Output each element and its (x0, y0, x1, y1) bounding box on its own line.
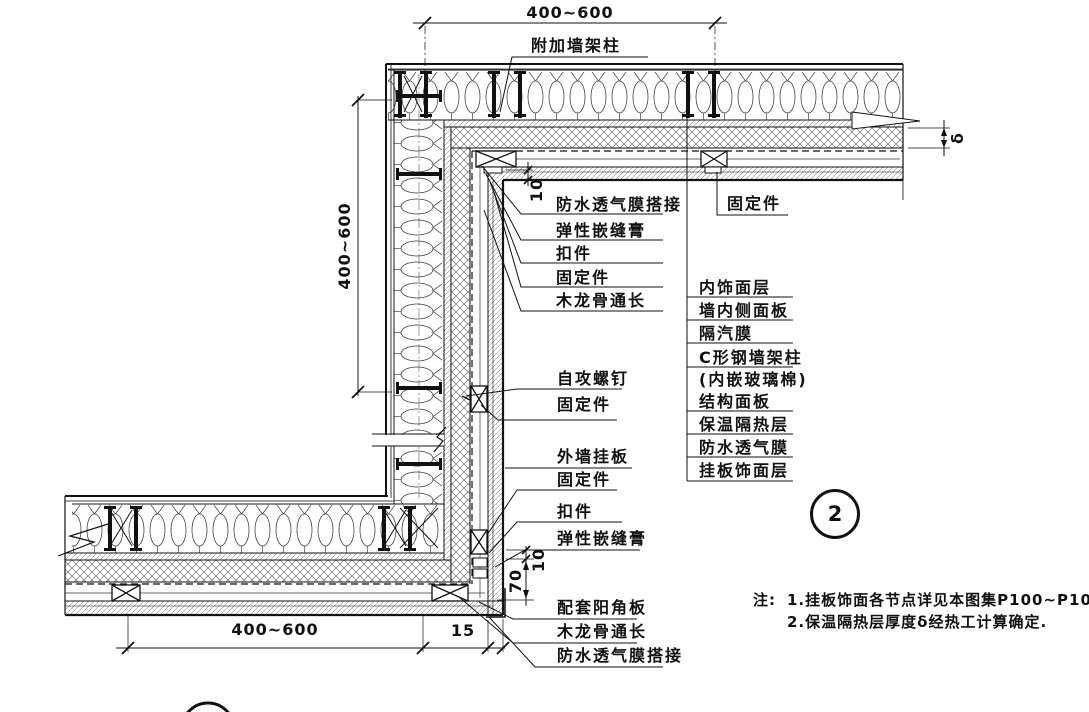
dim-top: 400~600 (526, 3, 614, 22)
wall-outlines (64, 63, 904, 618)
callout-sealant: 弹性嵌缝膏 (556, 221, 647, 240)
callout-membrane-lap: 防水透气膜搭接 (556, 195, 683, 214)
callout-corner-board: 配套阳角板 (557, 598, 648, 617)
dim-lap-top-10: 10 (527, 177, 546, 203)
callout-fastener: 固定件 (556, 268, 611, 287)
legend-membrane: 防水透气膜 (699, 438, 790, 457)
dim-siding-15: 15 (450, 621, 476, 640)
dim-corner-70: 70 (506, 568, 525, 594)
detail-number: 2 (827, 502, 843, 526)
dimension-lines (116, 16, 950, 655)
detail-number-bubble: 2 (810, 489, 860, 539)
siding-layer (65, 167, 903, 615)
leader-lines (458, 56, 793, 668)
callout-batten-lower: 木龙骨通长 (557, 622, 648, 641)
dim-bottom: 400~600 (231, 620, 319, 639)
callout-batten: 木龙骨通长 (556, 291, 647, 310)
structural-panel (65, 120, 903, 560)
detail-circle-partial (186, 701, 230, 712)
note-line-2: 2.保温隔热层厚度δ经热工计算确定. (787, 613, 1048, 631)
corner-board-profile (486, 588, 506, 618)
legend-structural-panel: 结构面板 (699, 392, 772, 411)
callout-fastener-right: 固定件 (727, 194, 782, 213)
legend-c-stud: C形钢墙架柱 (699, 348, 803, 367)
callout-siding: 外墙挂板 (557, 447, 630, 466)
legend-insulation: 保温隔热层 (699, 415, 790, 434)
callout-sealant-lower: 弹性嵌缝膏 (557, 529, 648, 548)
dim-lap-bottom-10: 10 (529, 547, 548, 573)
legend-glasswool: (内嵌玻璃棉) (699, 370, 808, 389)
screw-mark (461, 395, 471, 401)
dim-left: 400~600 (335, 202, 354, 290)
legend-inner-panel: 墙内侧面板 (699, 301, 790, 320)
callout-clip-lower: 扣件 (557, 502, 594, 521)
stud-cross-bracing (109, 75, 439, 549)
note-line-1: 1.挂板饰面各节点详见本图集P100~P104. (787, 591, 1089, 609)
notes-prefix: 注: (753, 591, 776, 609)
legend-siding-finish: 挂板饰面层 (699, 461, 790, 480)
callout-added-stud: 附加墙架柱 (531, 36, 622, 55)
steel-studs (104, 71, 720, 551)
dim-delta: δ (948, 132, 967, 144)
callout-fastener-lower: 固定件 (557, 470, 612, 489)
callout-membrane-lap-lower: 防水透气膜搭接 (557, 646, 684, 665)
callout-fastener-mid: 固定件 (557, 395, 612, 414)
legend-interior-finish: 内饰面层 (699, 278, 772, 297)
callout-clip: 扣件 (556, 244, 593, 263)
break-symbols (57, 111, 921, 557)
legend-vapor-barrier: 隔汽膜 (699, 324, 754, 343)
insulation-layer (65, 127, 903, 582)
callout-screw: 自攻螺钉 (557, 369, 630, 388)
